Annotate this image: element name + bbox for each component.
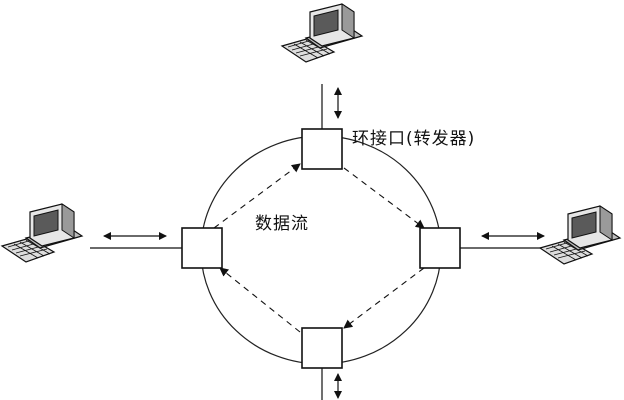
computer-icon-left xyxy=(1,203,83,263)
interface-box-bottom xyxy=(301,327,343,369)
computer-icon-top xyxy=(281,3,363,63)
flow-arrow-bottom-to-left xyxy=(219,267,301,333)
interface-box-top xyxy=(301,128,343,170)
interface-box-left xyxy=(181,227,223,269)
flow-arrow-right-to-bottom xyxy=(343,267,425,329)
ring-interface-label: 环接口(转发器) xyxy=(352,129,476,149)
flow-arrow-top-to-right xyxy=(343,167,425,229)
computer-icon-right xyxy=(539,205,621,265)
flow-arrow-left-to-top xyxy=(213,163,301,229)
interface-box-right xyxy=(419,227,461,269)
data-flow-label: 数据流 xyxy=(255,214,309,234)
